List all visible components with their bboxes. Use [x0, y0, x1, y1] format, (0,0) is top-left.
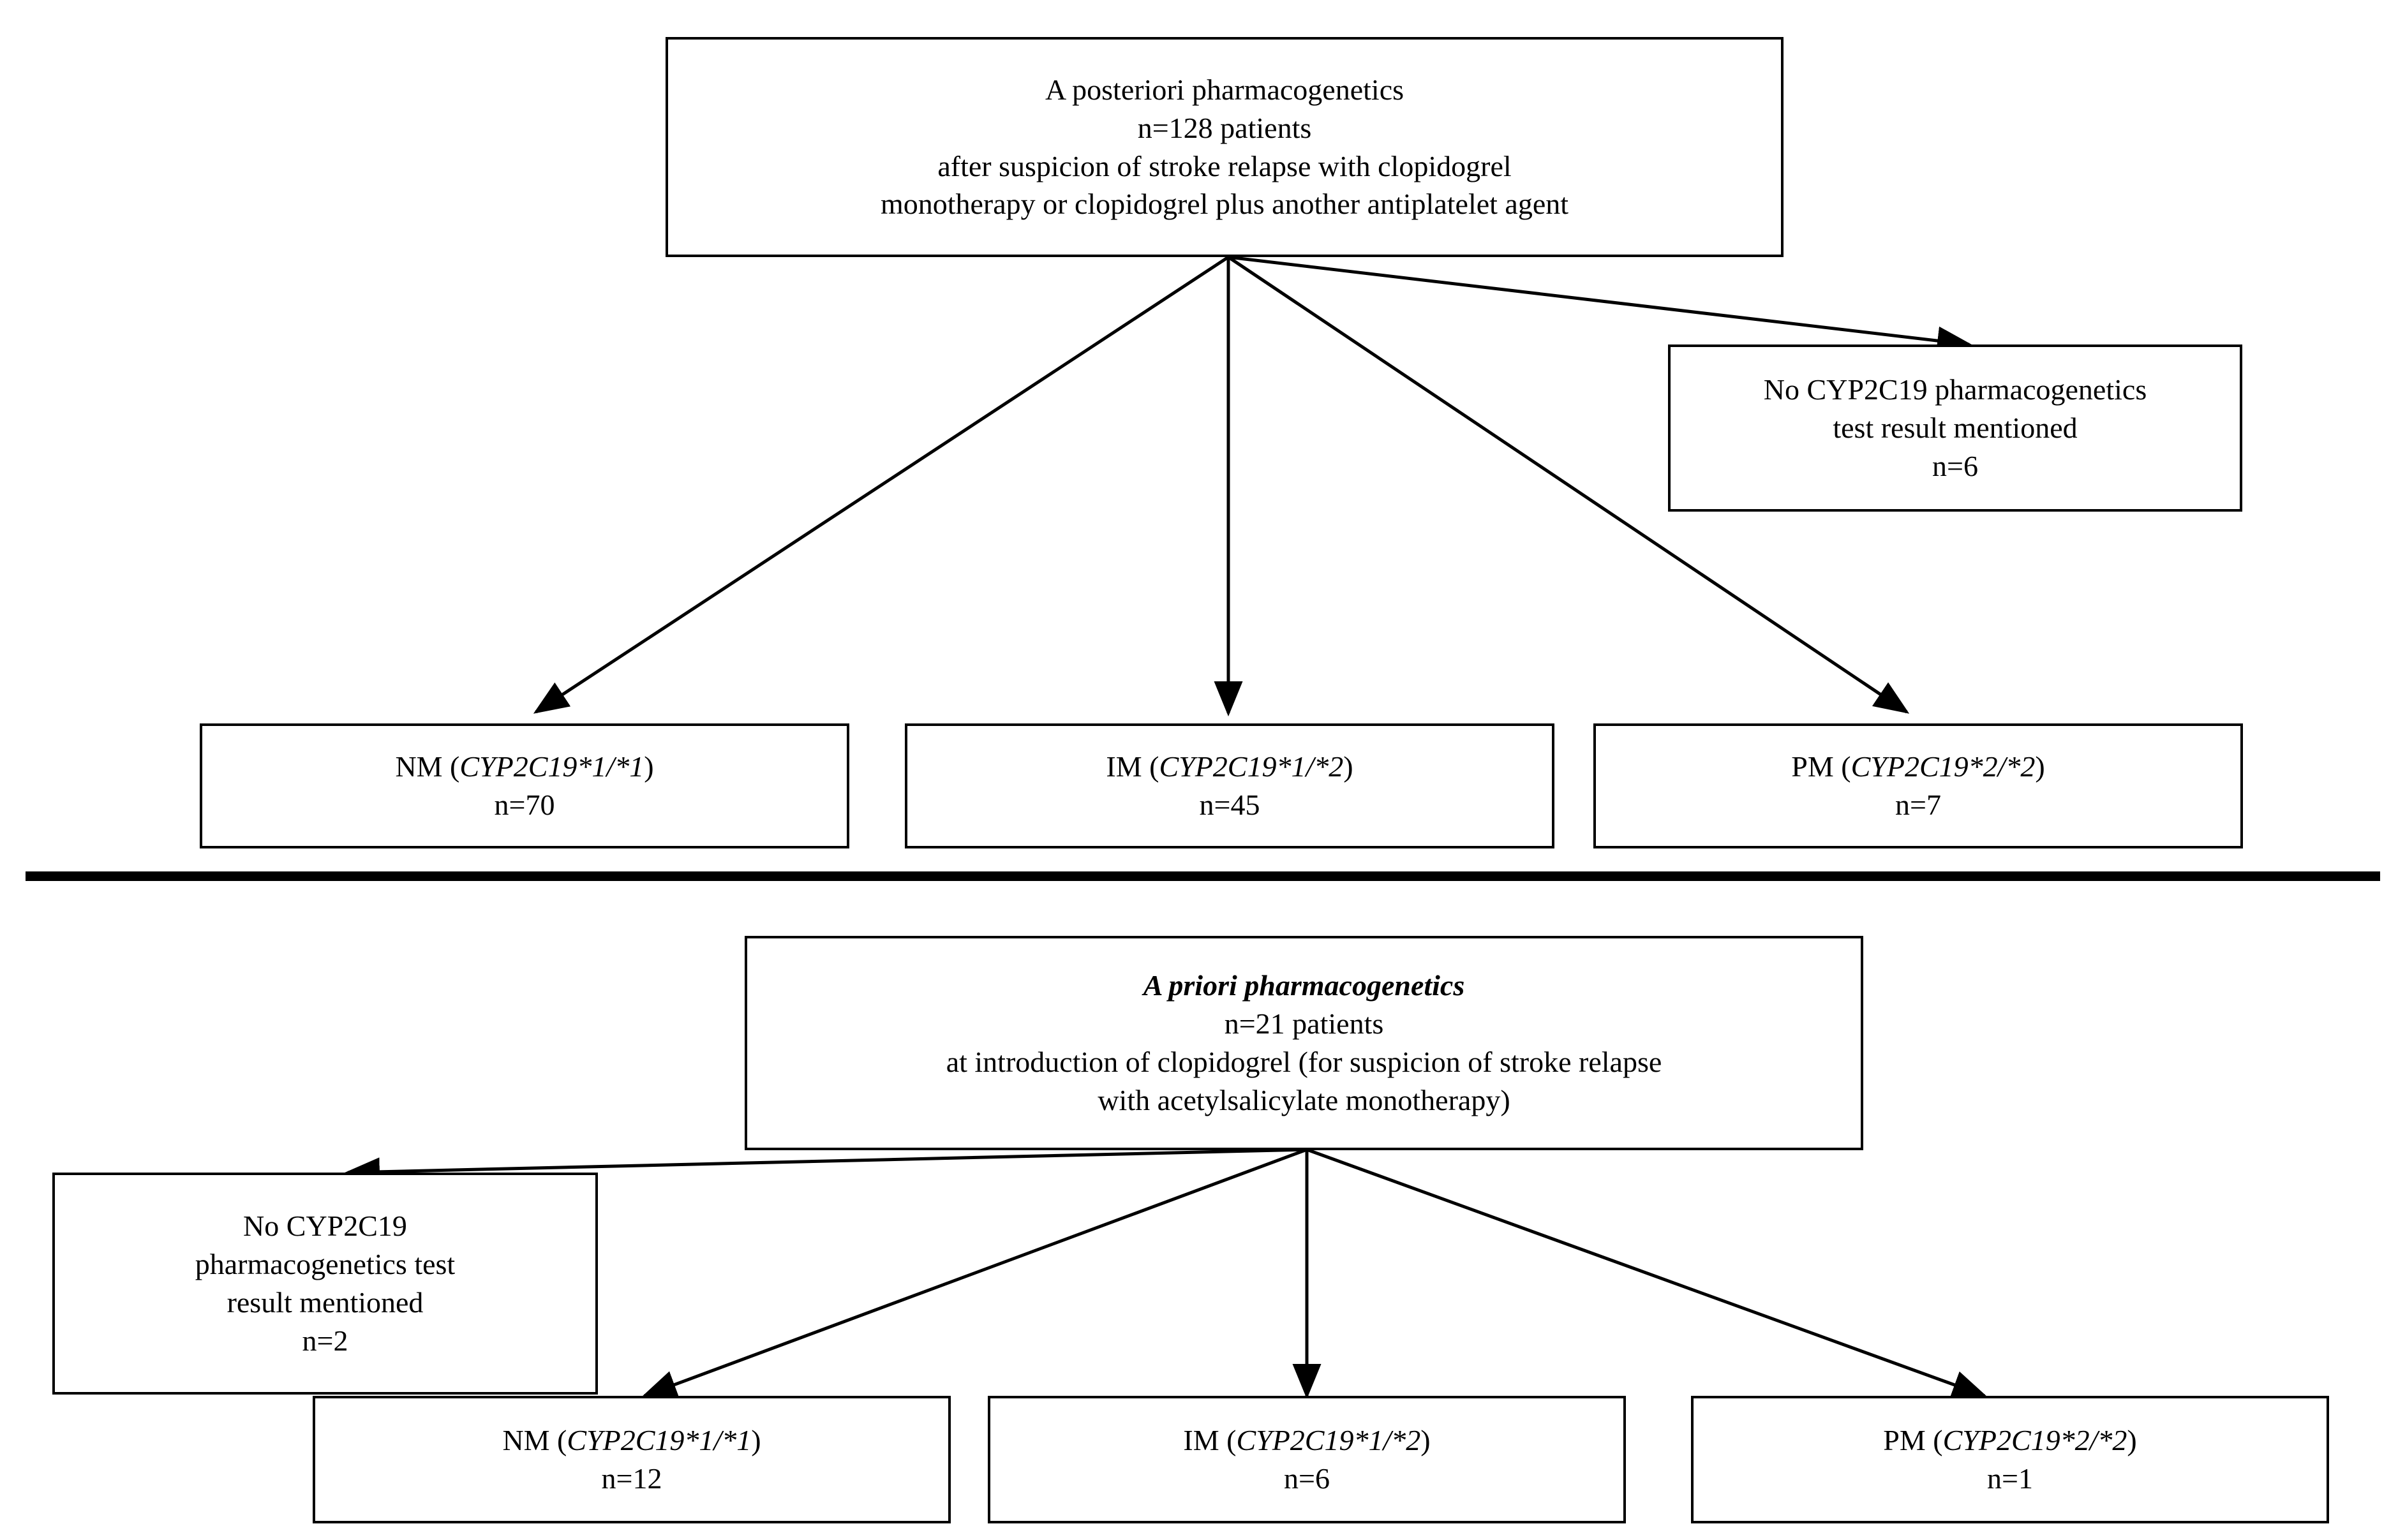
priori-pm-box: PM (CYP2C19*2/*2) n=1 — [1691, 1396, 2329, 1523]
posteriori-im-count: n=45 — [1199, 789, 1260, 821]
posteriori-root-line3: after suspicion of stroke relapse with c… — [937, 149, 1512, 182]
priori-nm-prefix: NM ( — [502, 1424, 567, 1457]
priori-im-suffix: ) — [1420, 1424, 1431, 1457]
priori-no-result-box: No CYP2C19 pharmacogenetics test result … — [52, 1173, 598, 1395]
priori-root-line4: with acetylsalicylate monotherapy) — [1098, 1083, 1510, 1116]
arrow-priori-root-to-no-result — [345, 1148, 1307, 1187]
priori-pm-suffix: ) — [2127, 1424, 2137, 1457]
posteriori-pm-suffix: ) — [2035, 750, 2045, 783]
posteriori-root-line1: A posteriori pharmacogenetics — [1045, 73, 1404, 106]
priori-no-result-line2: pharmacogenetics test — [195, 1248, 456, 1281]
priori-nm-label: NM (CYP2C19*1/*1) — [502, 1421, 761, 1460]
posteriori-pm-label: PM (CYP2C19*2/*2) — [1791, 748, 2044, 786]
posteriori-pm-gene: CYP2C19*2/*2 — [1851, 750, 2036, 783]
priori-nm-box: NM (CYP2C19*1/*1) n=12 — [313, 1396, 951, 1523]
posteriori-no-result-line1: No CYP2C19 pharmacogenetics — [1763, 373, 2147, 406]
priori-im-label: IM (CYP2C19*1/*2) — [1183, 1421, 1430, 1460]
posteriori-nm-gene: CYP2C19*1/*1 — [459, 750, 644, 783]
posteriori-im-box: IM (CYP2C19*1/*2) n=45 — [905, 723, 1554, 848]
posteriori-nm-label: NM (CYP2C19*1/*1) — [395, 748, 653, 786]
posteriori-no-result-line2: test result mentioned — [1833, 411, 2078, 445]
arrow-priori-root-to-pm — [1306, 1148, 1988, 1399]
priori-pm-count: n=1 — [1987, 1462, 2033, 1495]
section-divider — [26, 871, 2380, 881]
priori-root-title: A priori pharmacogenetics — [1143, 969, 1465, 1002]
priori-root-line2: n=21 patients — [1224, 1007, 1384, 1040]
priori-im-count: n=6 — [1284, 1462, 1330, 1495]
posteriori-im-gene: CYP2C19*1/*2 — [1159, 750, 1344, 783]
posteriori-pm-count: n=7 — [1895, 789, 1941, 821]
posteriori-nm-suffix: ) — [644, 750, 654, 783]
posteriori-pm-box: PM (CYP2C19*2/*2) n=7 — [1593, 723, 2243, 848]
priori-nm-count: n=12 — [601, 1462, 662, 1495]
posteriori-root-box: A posteriori pharmacogenetics n=128 pati… — [666, 37, 1784, 257]
posteriori-no-result-count: n=6 — [1932, 449, 1978, 482]
posteriori-im-label: IM (CYP2C19*1/*2) — [1106, 748, 1353, 786]
priori-im-prefix: IM ( — [1183, 1424, 1237, 1457]
arrow-posteriori-root-to-no-result — [1228, 255, 1972, 355]
posteriori-no-result-box: No CYP2C19 pharmacogenetics test result … — [1668, 344, 2242, 512]
priori-im-gene: CYP2C19*1/*2 — [1236, 1424, 1421, 1457]
priori-nm-gene: CYP2C19*1/*1 — [567, 1424, 752, 1457]
priori-pm-gene: CYP2C19*2/*2 — [1942, 1424, 2127, 1457]
priori-root-line3: at introduction of clopidogrel (for susp… — [946, 1046, 1662, 1078]
priori-no-result-line3: result mentioned — [227, 1286, 424, 1319]
priori-im-box: IM (CYP2C19*1/*2) n=6 — [988, 1396, 1626, 1523]
posteriori-nm-count: n=70 — [494, 789, 555, 821]
posteriori-im-suffix: ) — [1343, 750, 1353, 783]
priori-no-result-line1: No CYP2C19 — [243, 1210, 407, 1243]
arrow-priori-root-to-nm — [641, 1148, 1307, 1398]
priori-root-box: A priori pharmacogenetics n=21 patients … — [745, 936, 1863, 1150]
priori-pm-prefix: PM ( — [1883, 1424, 1943, 1457]
posteriori-root-line2: n=128 patients — [1137, 111, 1312, 144]
posteriori-im-prefix: IM ( — [1106, 750, 1159, 783]
posteriori-pm-prefix: PM ( — [1791, 750, 1851, 783]
posteriori-nm-prefix: NM ( — [395, 750, 460, 783]
priori-no-result-count: n=2 — [302, 1324, 348, 1357]
posteriori-root-line4: monotherapy or clopidogrel plus another … — [880, 188, 1569, 221]
priori-nm-suffix: ) — [751, 1424, 761, 1457]
arrow-posteriori-root-to-nm — [533, 255, 1230, 714]
posteriori-nm-box: NM (CYP2C19*1/*1) n=70 — [200, 723, 849, 848]
priori-pm-label: PM (CYP2C19*2/*2) — [1883, 1421, 2136, 1460]
